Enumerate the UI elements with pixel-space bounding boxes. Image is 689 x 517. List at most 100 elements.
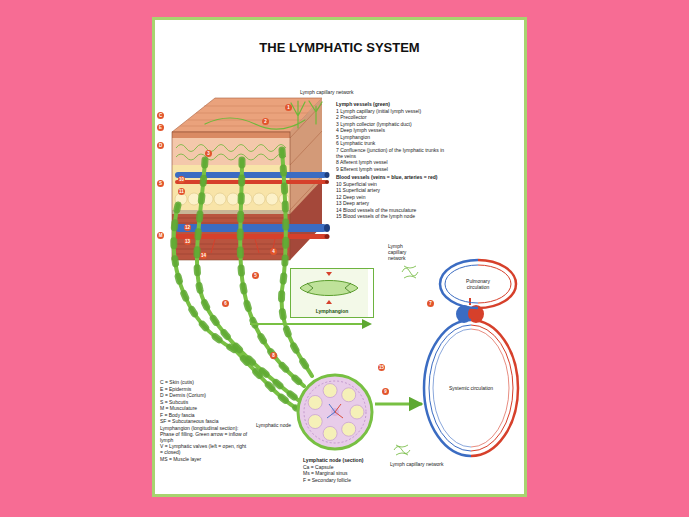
- legend-line: F = Secondary follicle: [303, 477, 383, 483]
- follicle: [350, 405, 364, 419]
- inset-box: Lymphangion: [290, 268, 374, 318]
- callout-number: E: [157, 124, 164, 131]
- circulation-loop: Systemic circulation: [422, 318, 520, 458]
- skin-layers: [172, 138, 290, 165]
- callout-number: 13: [184, 238, 191, 245]
- node-outline: [295, 372, 375, 452]
- legend-line: 5 Lymphangion: [336, 134, 446, 140]
- legend-line: Blood vessels (veins = blue, arteries = …: [336, 174, 446, 180]
- fat-lobules: [266, 193, 278, 205]
- callout-number: 8: [270, 352, 277, 359]
- follicle: [308, 395, 322, 409]
- follicle: [342, 422, 356, 436]
- callout-number: M: [157, 232, 164, 239]
- skin-layers: [172, 210, 290, 214]
- diagram-title: THE LYMPHATIC SYSTEM: [152, 40, 527, 56]
- dermis-capillaries: [176, 145, 286, 161]
- skin-top-surface: [180, 106, 316, 126]
- blood-vessels: [324, 224, 330, 232]
- follicle: [342, 388, 356, 402]
- follicle: [323, 384, 337, 398]
- figure-label: Lymph capillary network: [388, 243, 422, 261]
- legend-line: Lymph vessels (green): [336, 101, 446, 107]
- lymph-capillary-trees: [205, 101, 322, 129]
- node-label: Lymphangion: [291, 308, 373, 314]
- node-label: Pulmonary circulation: [455, 278, 501, 290]
- circulation-loop: Pulmonary circulation: [438, 258, 518, 310]
- skin-layers: [290, 104, 322, 210]
- callout-number: 10: [178, 176, 185, 183]
- legend-line: 2 Precollector: [336, 114, 446, 120]
- callout-number: 3: [205, 150, 212, 157]
- lymph-capillary-trees: [205, 101, 322, 129]
- heart: [469, 298, 471, 305]
- blood-vessels: [175, 172, 327, 178]
- legend-line: Lymphangion (longitudinal section): Phas…: [160, 425, 248, 443]
- dermis-capillaries: [176, 145, 286, 161]
- node-label: Systemic circulation: [448, 385, 494, 391]
- figure-label: Lymph capillary network: [390, 461, 443, 467]
- connector-group: [375, 404, 422, 405]
- skin-layers: [172, 132, 290, 260]
- capillary-network: [394, 266, 418, 455]
- node-capsule: [298, 375, 372, 449]
- legend-line: MS = Muscle layer: [160, 456, 248, 462]
- skin-layers: [290, 180, 322, 260]
- figure-label: Lymph capillary network: [300, 89, 353, 95]
- legend-line: 14 Blood vessels of the musculature: [336, 207, 446, 213]
- callout-number: 1: [285, 104, 292, 111]
- callout-number: 2: [262, 118, 269, 125]
- legend-line: 10 Superficial vein: [336, 181, 446, 187]
- callout-number: 9: [382, 388, 389, 395]
- callout-number: 15: [378, 364, 385, 371]
- fat-lobules: [214, 193, 226, 205]
- legend-line: Ms = Marginal sinus: [303, 470, 383, 476]
- lymphangion-detail: [250, 323, 370, 325]
- lymph-vessels: [282, 150, 312, 376]
- capillary-network: [394, 445, 410, 455]
- lymph-vessels: [174, 205, 296, 408]
- node-label: Lymphatic node: [256, 422, 291, 428]
- legend-line: 8 Afferent lymph vessel: [336, 159, 446, 165]
- blood-vessels: [325, 172, 330, 178]
- legend-line: D = Dermis (Corium): [160, 392, 248, 398]
- legend-line: Ca = Capsule: [303, 464, 383, 470]
- callout-number: 7: [427, 300, 434, 307]
- legend-line: 9 Efferent lymph vessel: [336, 166, 446, 172]
- legend-line: M = Musculature: [160, 405, 248, 411]
- node-artery: [335, 404, 343, 418]
- marginal-sinus: [304, 381, 366, 443]
- lymphangion-detail: [307, 283, 351, 293]
- follicle: [308, 415, 322, 429]
- legend-line: 13 Deep artery: [336, 200, 446, 206]
- lymphangion-detail: [300, 281, 358, 296]
- legend-line: 12 Deep vein: [336, 194, 446, 200]
- legend-line: 3 Lymph collector (lymphatic duct): [336, 121, 446, 127]
- legend-line: SF = Subcutaneous fascia: [160, 418, 248, 424]
- lymph-vessels: [282, 150, 312, 376]
- callout-number: C: [157, 112, 164, 119]
- legend-line: 11 Superficial artery: [336, 187, 446, 193]
- legend-line: 7 Confluence (junction) of the lymphatic…: [336, 147, 446, 159]
- legend-line: V = Lymphatic valves (left = open, right…: [160, 443, 248, 455]
- legend-line: E = Epidermis: [160, 386, 248, 392]
- lymph-vessels: [174, 205, 296, 408]
- blood-vessels: [325, 234, 330, 239]
- fat-lobules: [175, 193, 289, 205]
- callout-number: 11: [178, 188, 185, 195]
- capillary-network: [402, 266, 418, 278]
- callout-number: 14: [200, 252, 207, 259]
- legend-line: S = Subcutis: [160, 399, 248, 405]
- callout-number: D: [157, 142, 164, 149]
- lymphangion-detail: [250, 268, 370, 324]
- callout-number: 12: [184, 224, 191, 231]
- legend-line: 4 Deep lymph vessels: [336, 127, 446, 133]
- skin-layers: [172, 165, 290, 210]
- legend-line: F = Body fascia: [160, 412, 248, 418]
- lymphangion-detail: [326, 272, 332, 304]
- node-vein: [327, 404, 335, 418]
- blood-vessels: [325, 180, 329, 184]
- legend-line: 15 Blood vessels of the lymph node: [336, 213, 446, 219]
- follicle: [323, 426, 337, 440]
